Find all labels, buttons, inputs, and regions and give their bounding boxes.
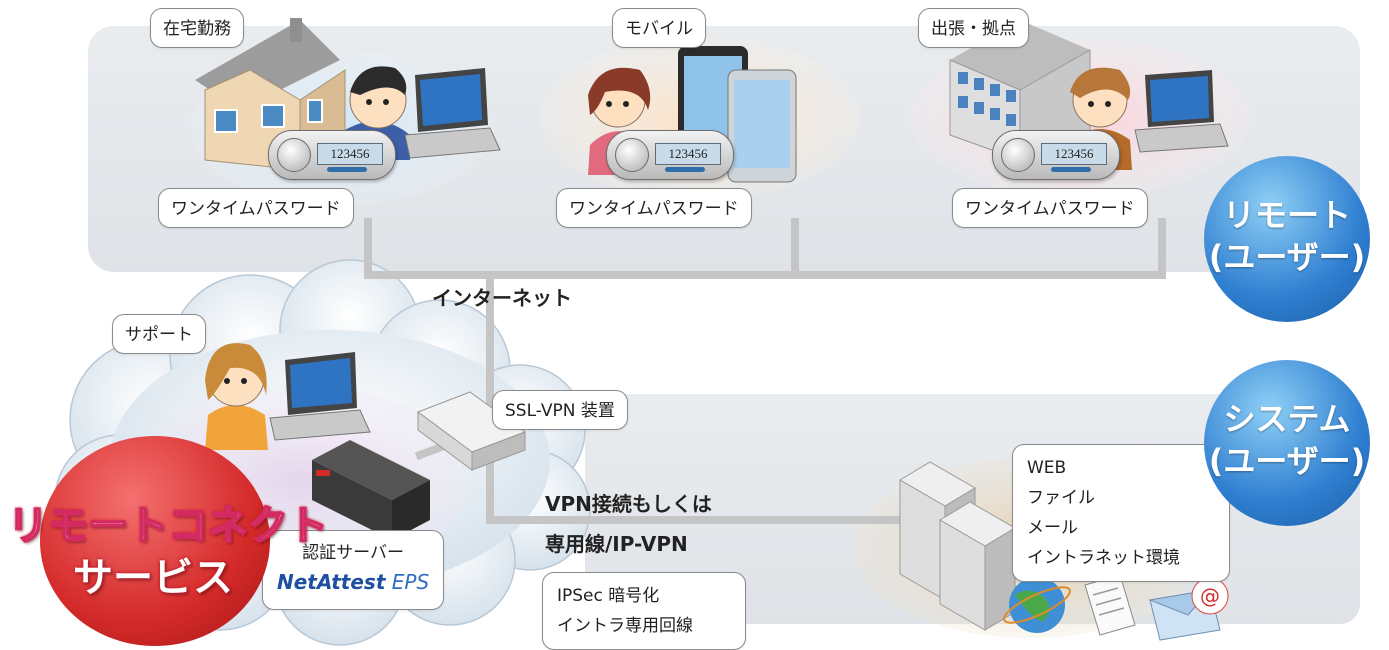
auth-server-illustration	[312, 440, 430, 540]
mail-icon: @	[1148, 577, 1229, 641]
globe-icon	[1003, 577, 1071, 633]
laptop-illustration	[404, 68, 501, 159]
svg-text:@: @	[1200, 584, 1220, 608]
resource-intranet: イントラネット環境	[1027, 548, 1180, 568]
document-icon	[1084, 574, 1136, 636]
token-button-icon	[277, 138, 311, 172]
internet-label: インターネット	[432, 286, 572, 310]
resource-list: WEB ファイル メール イントラネット環境	[1012, 444, 1230, 582]
home-label: 在宅勤務	[150, 8, 244, 48]
laptop-illustration	[1134, 70, 1229, 153]
otp-label-home: ワンタイムパスワード	[158, 188, 354, 228]
token-button-icon	[1001, 138, 1035, 172]
system-user-badge: システム (ユーザー)	[1204, 360, 1370, 526]
otp-token-branch: 123456	[992, 130, 1120, 180]
resource-file: ファイル	[1027, 488, 1095, 508]
service-title: リモートコネクト サービス	[7, 502, 329, 601]
branch-label: 出張・拠点	[918, 8, 1029, 48]
ssl-vpn-device-illustration	[416, 391, 527, 471]
product-name: NetAttest EPS	[277, 570, 430, 594]
remote-user-badge: リモート (ユーザー)	[1204, 156, 1370, 322]
auth-server-label: 認証サーバー NetAttest EPS	[262, 530, 445, 610]
service-badge	[40, 436, 270, 646]
token-display: 123456	[1041, 143, 1107, 165]
vpn-connection-label: VPN接続もしくは 専用線/IP-VPN	[545, 492, 712, 556]
otp-label-mobile: ワンタイムパスワード	[556, 188, 752, 228]
resource-web: WEB	[1027, 458, 1067, 478]
otp-label-branch: ワンタイムパスワード	[952, 188, 1148, 228]
support-label: サポート	[112, 314, 206, 354]
token-button-icon	[615, 138, 649, 172]
mobile-label: モバイル	[612, 8, 706, 48]
resource-mail: メール	[1027, 518, 1078, 538]
token-display: 123456	[317, 143, 383, 165]
ipsec-label: IPSec 暗号化 イントラ専用回線	[542, 572, 746, 650]
laptop-illustration	[269, 352, 371, 441]
otp-token-mobile: 123456	[606, 130, 734, 180]
support-staff-illustration	[205, 343, 268, 450]
server-illustration	[899, 461, 1016, 631]
ssl-vpn-label: SSL-VPN 装置	[492, 390, 628, 430]
otp-token-home: 123456	[268, 130, 396, 180]
auth-server-title: 認証サーバー	[302, 543, 404, 563]
token-display: 123456	[655, 143, 721, 165]
